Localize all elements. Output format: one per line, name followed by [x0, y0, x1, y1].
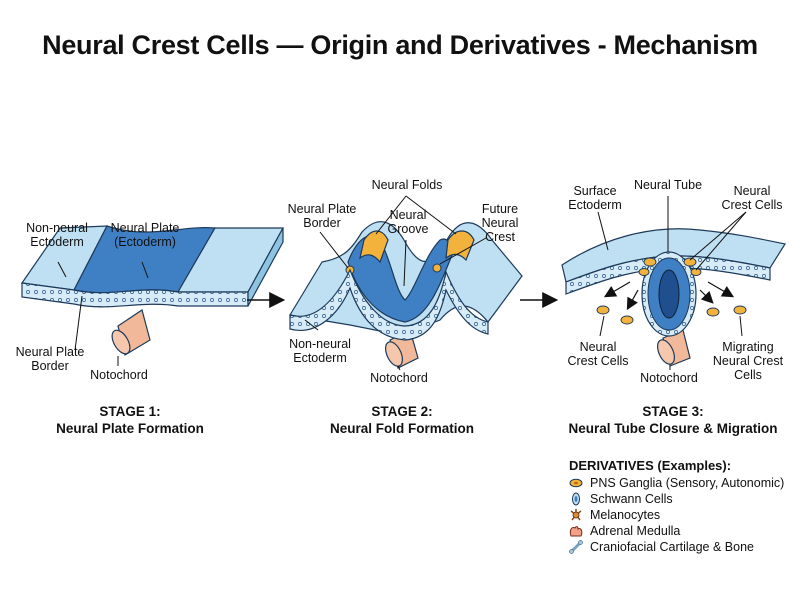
legend-item-label: Melanocytes [590, 508, 661, 522]
stage1-notochord [111, 309, 151, 356]
stage3-migrating-cells [596, 281, 747, 325]
legend-item: Schwann Cells [569, 491, 673, 507]
legend-icons [569, 478, 583, 554]
legend-item: PNS Ganglia (Sensory, Autonomic) [569, 475, 784, 491]
legend-item: Melanocytes [569, 507, 660, 523]
stage3-crest-cells [638, 257, 702, 276]
adrenal-medulla-icon [569, 526, 583, 537]
stage2-cell-layer [289, 268, 489, 341]
stage2-right-neural-fold [445, 230, 475, 262]
stage2-title: Neural Fold Formation [329, 421, 474, 436]
stage3-surface-cells [565, 255, 771, 295]
stage3-diagram [561, 228, 786, 367]
stage3-caption: STAGE 3: Neural Tube Closure & Migration [558, 403, 788, 437]
stage2-caption: STAGE 2: Neural Fold Formation [312, 403, 492, 437]
stage1-title: Neural Plate Formation [56, 421, 204, 436]
legend-item: Craniofacial Cartilage & Bone [569, 539, 754, 555]
stage2-heading: STAGE 2: [371, 404, 433, 419]
stage3-notochord [657, 329, 691, 367]
schwann-cell-icon [572, 492, 580, 506]
legend-item: Adrenal Medulla [569, 523, 680, 539]
stage3-title: Neural Tube Closure & Migration [568, 421, 778, 436]
legend-item-label: Adrenal Medulla [590, 524, 681, 538]
stage1-caption: STAGE 1: Neural Plate Formation [40, 403, 220, 437]
stage1-side-face [247, 227, 284, 307]
legend-item-label: Schwann Cells [590, 492, 673, 506]
stage3-label-notochord: Notochord [640, 371, 698, 385]
stage3-heading: STAGE 3: [642, 404, 704, 419]
leader-lines [57, 195, 747, 371]
melanocyte-icon [570, 509, 582, 521]
stage1-heading: STAGE 1: [99, 404, 161, 419]
legend-title: DERIVATIVES (Examples): [569, 458, 732, 473]
ganglion-icon [569, 478, 583, 488]
stage2-label-notochord: Notochord [370, 371, 428, 385]
stage3-label-neural-tube: Neural Tube [633, 178, 703, 192]
stage1-diagram [20, 225, 285, 356]
legend-item-label: Craniofacial Cartilage & Bone [590, 540, 754, 554]
stage2-label-neural-folds: Neural Folds [371, 178, 443, 192]
bone-icon [569, 540, 583, 554]
stage3-neural-tube [641, 251, 697, 337]
stage2-left-neural-fold [359, 230, 389, 264]
stage1-label-neural-plate: Neural Plate(Ectoderm) [110, 221, 180, 249]
legend-item-label: PNS Ganglia (Sensory, Autonomic) [590, 476, 785, 490]
page-title: Neural Crest Cells — Origin and Derivati… [42, 30, 758, 60]
stage1-label-notochord: Notochord [90, 368, 148, 382]
